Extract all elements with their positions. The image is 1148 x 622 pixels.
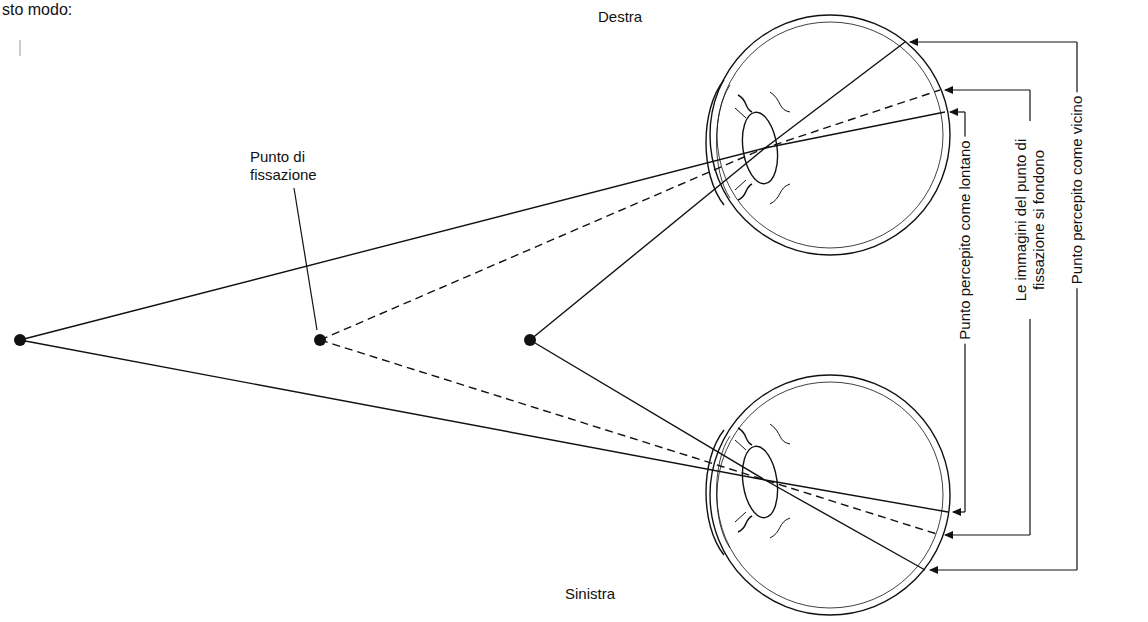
- page-text: sto modo:: [2, 0, 72, 19]
- leader-label: Le immagini del punto di fissazione si f…: [1012, 121, 1048, 319]
- object-points: [14, 334, 536, 346]
- leader-label: Punto percepito come vicino: [1068, 92, 1086, 288]
- leader-lines: [294, 42, 1077, 570]
- left-eye: [706, 375, 950, 615]
- sight-lines: [20, 42, 948, 570]
- mark: [20, 40, 21, 56]
- eye-name: Destra: [598, 8, 642, 26]
- point-label: Punto di fissazione: [250, 148, 342, 184]
- leader-label: Punto percepito come lontano: [956, 136, 974, 343]
- eye-name: Sinistra: [565, 585, 615, 603]
